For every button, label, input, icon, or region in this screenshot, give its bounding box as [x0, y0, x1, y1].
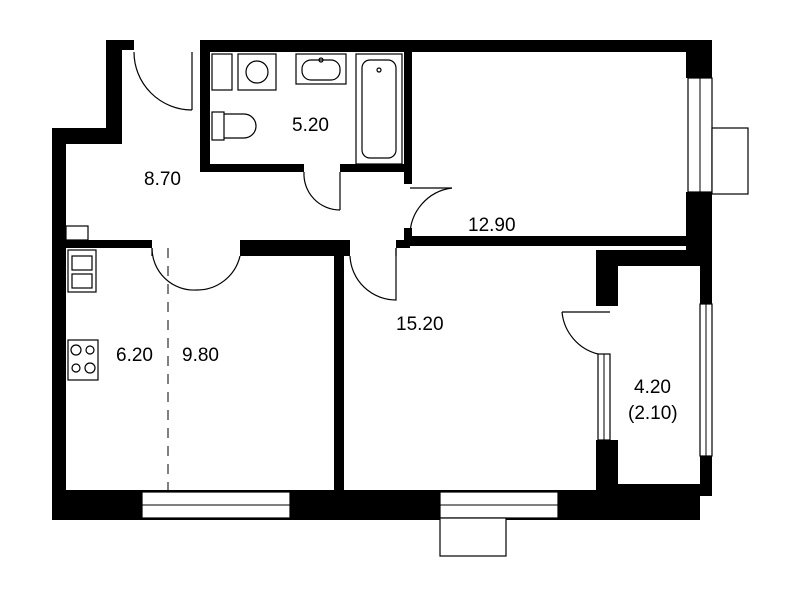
living-room-area: 15.20 — [396, 314, 444, 335]
washing-machine-icon — [237, 53, 277, 91]
balcony-area: 4.20 — [634, 377, 671, 398]
kitchen-zone-area: 6.20 — [116, 345, 153, 366]
bathtub-icon — [355, 53, 403, 165]
cabinet-icon — [65, 225, 89, 241]
cabinet-icon — [211, 53, 233, 91]
toilet-icon — [211, 111, 257, 141]
stove-icon — [67, 339, 99, 381]
dining-zone-area: 9.80 — [182, 345, 219, 366]
interior-walls — [52, 40, 704, 496]
balcony-area-reduced: (2.10) — [628, 403, 678, 424]
bedroom-area: 12.90 — [468, 215, 516, 236]
balcony-floor — [618, 266, 700, 484]
door-swing-icon — [133, 51, 610, 355]
bathroom-area: 5.20 — [292, 115, 329, 136]
exterior-walls — [52, 40, 712, 520]
kitchen-sink-icon — [67, 249, 97, 293]
sink-icon — [295, 53, 347, 85]
hallway-area: 8.70 — [144, 169, 181, 190]
window-icon — [141, 77, 749, 557]
